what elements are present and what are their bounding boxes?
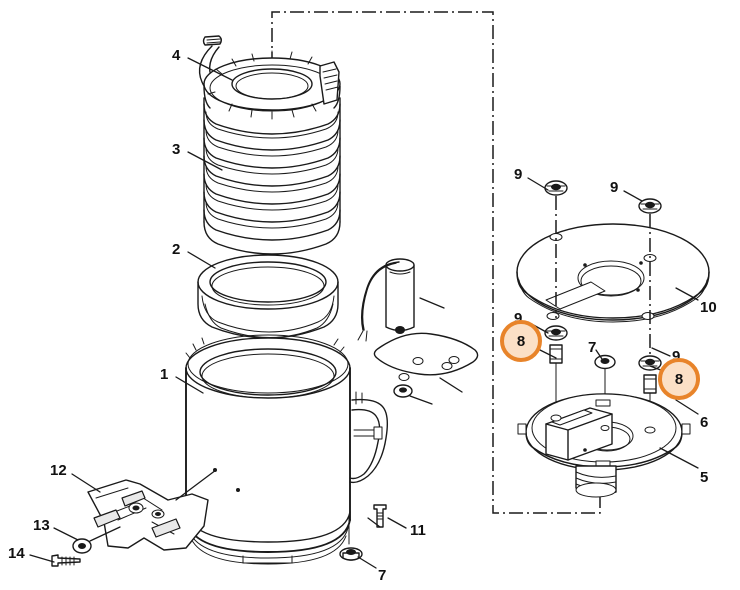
callout-label-10: 10 [700,299,717,316]
bracket-plate [373,332,479,405]
callout-label-5: 5 [700,469,709,486]
callout-label-2: 2 [172,241,181,258]
capacitor-assembly [357,258,445,342]
part-13-washer [72,526,121,554]
callout-label-6: 6 [700,414,709,431]
part-2-upper-ring [197,254,339,339]
callout-label-14: 14 [8,545,25,562]
callout-label-12: 12 [50,462,67,479]
highlighted-callout-8-left[interactable]: 8 [500,320,542,362]
callout-label-9-d: 9 [672,348,681,365]
part-12-bracket [87,469,217,551]
part-3-bellows-element [203,97,341,255]
callout-label-9-a: 9 [514,166,523,183]
callout-label-7-lower: 7 [378,567,387,584]
callout-label-9-b: 9 [610,179,619,196]
callout-label-3: 3 [172,141,181,158]
callout-label-7-upper: 7 [588,339,597,356]
part-7-lower-nut [339,515,363,561]
callout-label-13: 13 [33,517,50,534]
callout-leader-lines [29,57,699,569]
part-9-lock-nuts [544,180,662,371]
callout-label-1: 1 [160,366,169,383]
part-4-top-collar [198,35,341,120]
highlighted-callout-8-right[interactable]: 8 [658,358,700,400]
part-11-bolt [367,504,387,528]
part-5-lower-plate [517,393,691,498]
callout-label-11: 11 [410,522,426,539]
part-10-cover-plate [516,223,710,323]
part-14-screw [51,554,81,567]
callout-label-9-c: 9 [514,310,523,327]
part-1-housing-body [185,334,389,565]
callout-label-4: 4 [172,47,181,64]
